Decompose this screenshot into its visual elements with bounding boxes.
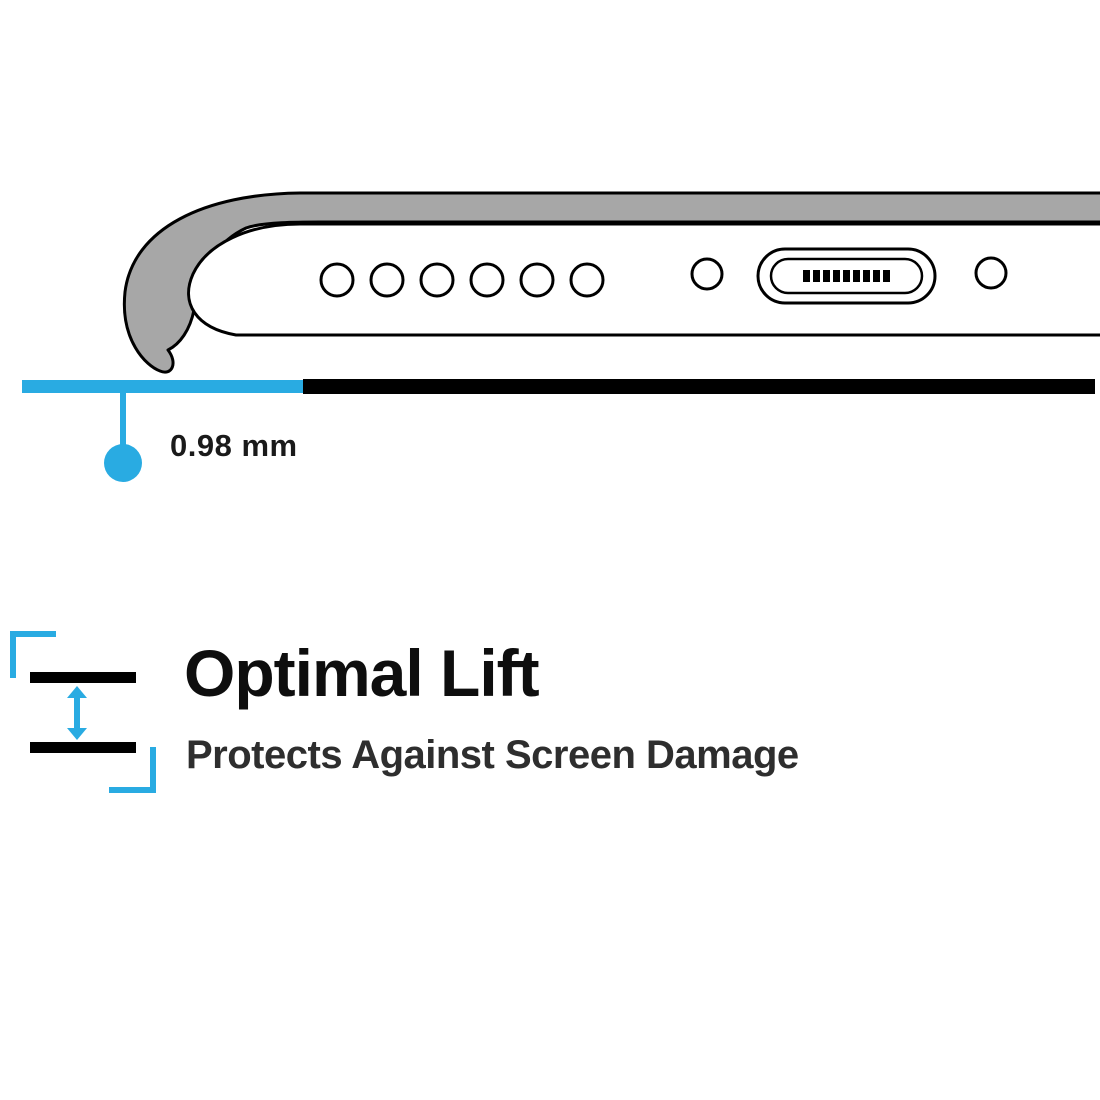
charging-port-pins [803, 270, 890, 282]
arrow-up-head-icon [67, 686, 87, 698]
case-outer-shell [122, 191, 1100, 374]
speaker-hole-1 [319, 262, 355, 298]
measurement-pointer-line [120, 392, 126, 448]
feature-subtitle: Protects Against Screen Damage [186, 733, 799, 777]
lift-icon-top-bar [30, 672, 136, 683]
charging-port [756, 247, 937, 305]
phone-case-cross-section [122, 191, 1100, 374]
speaker-hole-2 [369, 262, 405, 298]
speaker-hole-6 [569, 262, 605, 298]
speaker-holes [319, 262, 605, 298]
bracket-bottom-right-icon [109, 747, 156, 793]
lift-icon-bottom-bar [30, 742, 136, 753]
screen-level-bar [303, 379, 1095, 394]
lift-measurement [22, 379, 1095, 482]
case-edge-level-bar [22, 380, 303, 393]
speaker-hole-4 [469, 262, 505, 298]
feature-title: Optimal Lift [184, 636, 540, 710]
lift-icon [10, 631, 156, 793]
measurement-pointer-dot [104, 444, 142, 482]
speaker-hole-3 [419, 262, 455, 298]
measurement-value-label: 0.98 mm [170, 428, 298, 463]
arrow-down-head-icon [67, 728, 87, 740]
screw-hole [974, 256, 1008, 290]
arrow-shaft [74, 696, 80, 730]
mic-hole [690, 257, 724, 291]
speaker-hole-5 [519, 262, 555, 298]
bracket-top-left-icon [10, 631, 56, 678]
